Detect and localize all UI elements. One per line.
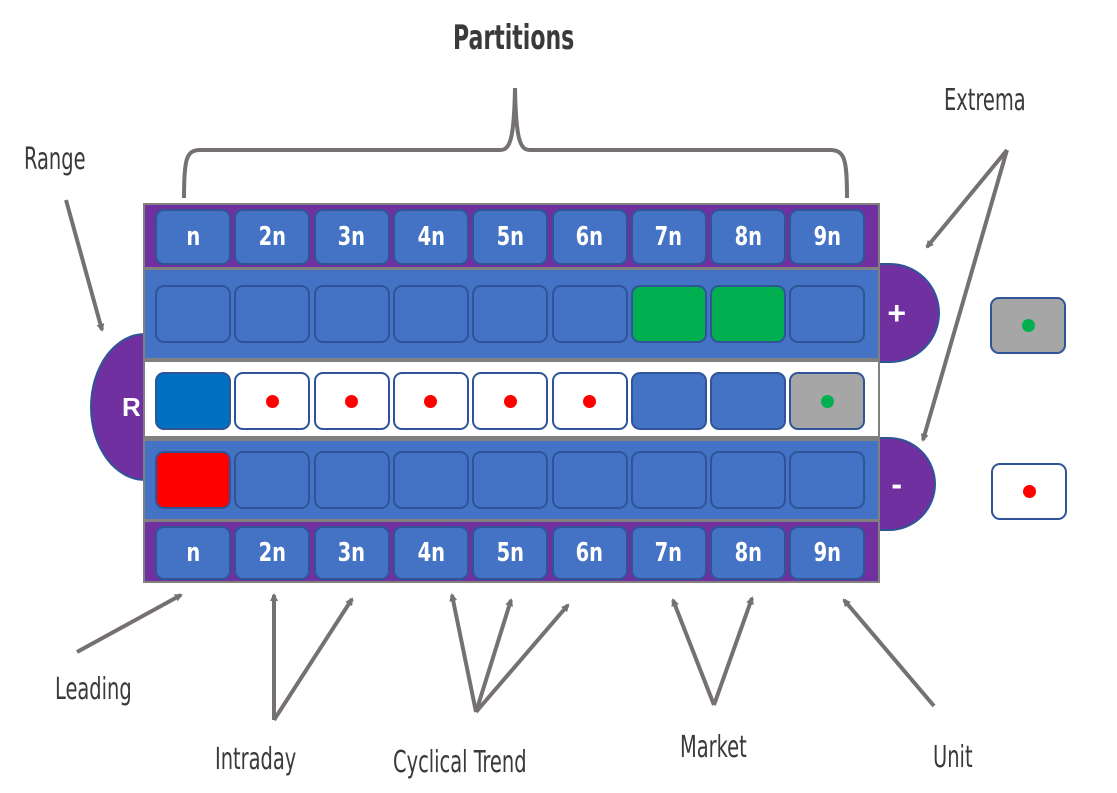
leading-label: Leading [55,672,132,707]
upper-row-cell [789,285,866,343]
header-cell: 2n [234,209,311,265]
upper-row-cell [313,285,390,343]
footer-cell: 8n [710,526,787,580]
green-dot-icon [1021,319,1035,332]
footer-cell: 6n [551,526,628,580]
min-marker-label: - [891,465,902,502]
intraday-label: Intraday [215,742,297,777]
middle-row-cell [710,372,787,430]
footer-cell: 4n [392,526,469,580]
cell-label: 4n [417,538,445,568]
cell-label: 8n [734,222,762,252]
green-dot-icon [820,394,834,408]
cell-label: 8n [734,538,762,568]
range-marker-label: R [122,391,141,422]
cyclical-arrow-4n [449,593,478,713]
lower-row-cell [630,451,707,509]
header-cell: 5n [472,209,549,265]
upper-row-cell [472,285,549,343]
red-dot-icon [424,394,438,408]
footer-cell: n [155,526,231,580]
header-cell: 8n [710,209,787,265]
footer-cell: 5n [472,526,549,580]
middle-row-cell [155,372,231,430]
middle-row-cell [630,372,707,430]
extrema-label: Extrema [944,83,1026,118]
partitions-label: Partitions [453,18,575,58]
red-dot-icon [265,394,279,408]
cyclical-trend-label: Cyclical Trend [393,745,527,780]
cell-label: 9n [813,538,842,568]
upper-row-cell [551,285,628,343]
legend-min-cell [991,463,1067,520]
cell-label: 5n [496,222,524,252]
footer-cell: 2n [234,526,311,580]
lower-row-cell [155,451,231,509]
upper-row-cell [155,285,231,343]
unit-label: Unit [933,740,973,775]
unit-arrow [842,598,936,708]
header-cell: n [155,209,231,265]
footer-cell: 9n [789,526,866,580]
lower-row-cell [392,451,469,509]
middle-row-cell [234,372,311,430]
middle-row-cell [551,372,628,430]
red-dot-icon [1022,485,1036,498]
range-arrow [64,199,105,332]
header-cell: 9n [789,209,866,265]
cyclical-arrow-6n [474,603,570,714]
cell-label: n [186,222,200,252]
middle-row-cell [472,372,549,430]
middle-row-cell [789,372,866,430]
leading-arrow [76,593,183,654]
upper-row-cell [234,285,311,343]
cell-label: 2n [258,538,287,568]
cell-label: 7n [655,538,683,568]
upper-row-cell [710,285,787,343]
cell-label: 7n [655,222,683,252]
market-arrow-7n [671,598,716,706]
upper-row-cell [630,285,707,343]
cell-label: 3n [337,538,366,568]
lower-row-cell [551,451,628,509]
lower-row-cell [789,451,866,509]
footer-cell: 3n [313,526,390,580]
cell-label: 9n [813,222,842,252]
red-dot-icon [345,394,359,408]
cell-label: 6n [575,222,604,252]
cell-label: 6n [575,538,604,568]
market-label: Market [680,730,747,765]
upper-row-cell [392,285,469,343]
red-dot-icon [583,394,596,408]
range-label: Range [24,142,86,177]
cell-label: 4n [417,222,445,252]
header-cell: 7n [630,209,707,265]
middle-row-cell [392,372,469,430]
market-arrow-8n [712,596,754,706]
cell-label: n [186,538,200,568]
legend-max-cell [990,297,1066,354]
intraday-arrow-3n [272,597,354,722]
header-cell: 4n [392,209,469,265]
lower-row-cell [472,451,549,509]
red-dot-icon [503,394,517,408]
cyclical-arrow-5n [474,598,514,713]
footer-cell: 7n [630,526,707,580]
partitions-brace [182,87,849,199]
lower-row-cell [234,451,311,509]
cell-label: 2n [258,222,287,252]
max-marker-label: + [887,294,906,331]
extrema-max-arrow [925,148,1009,249]
header-cell: 6n [551,209,628,265]
cell-label: 5n [496,538,524,568]
partition-grid: n 2n 3n 4n 5n 6n 7n 8n 9n n 2n 3n 4n 5n 6n 7n 8n 9n [143,203,880,583]
middle-row-cell [313,372,390,430]
header-cell: 3n [313,209,390,265]
lower-row-cell [313,451,390,509]
cell-label: 3n [337,222,366,252]
lower-row-cell [710,451,787,509]
